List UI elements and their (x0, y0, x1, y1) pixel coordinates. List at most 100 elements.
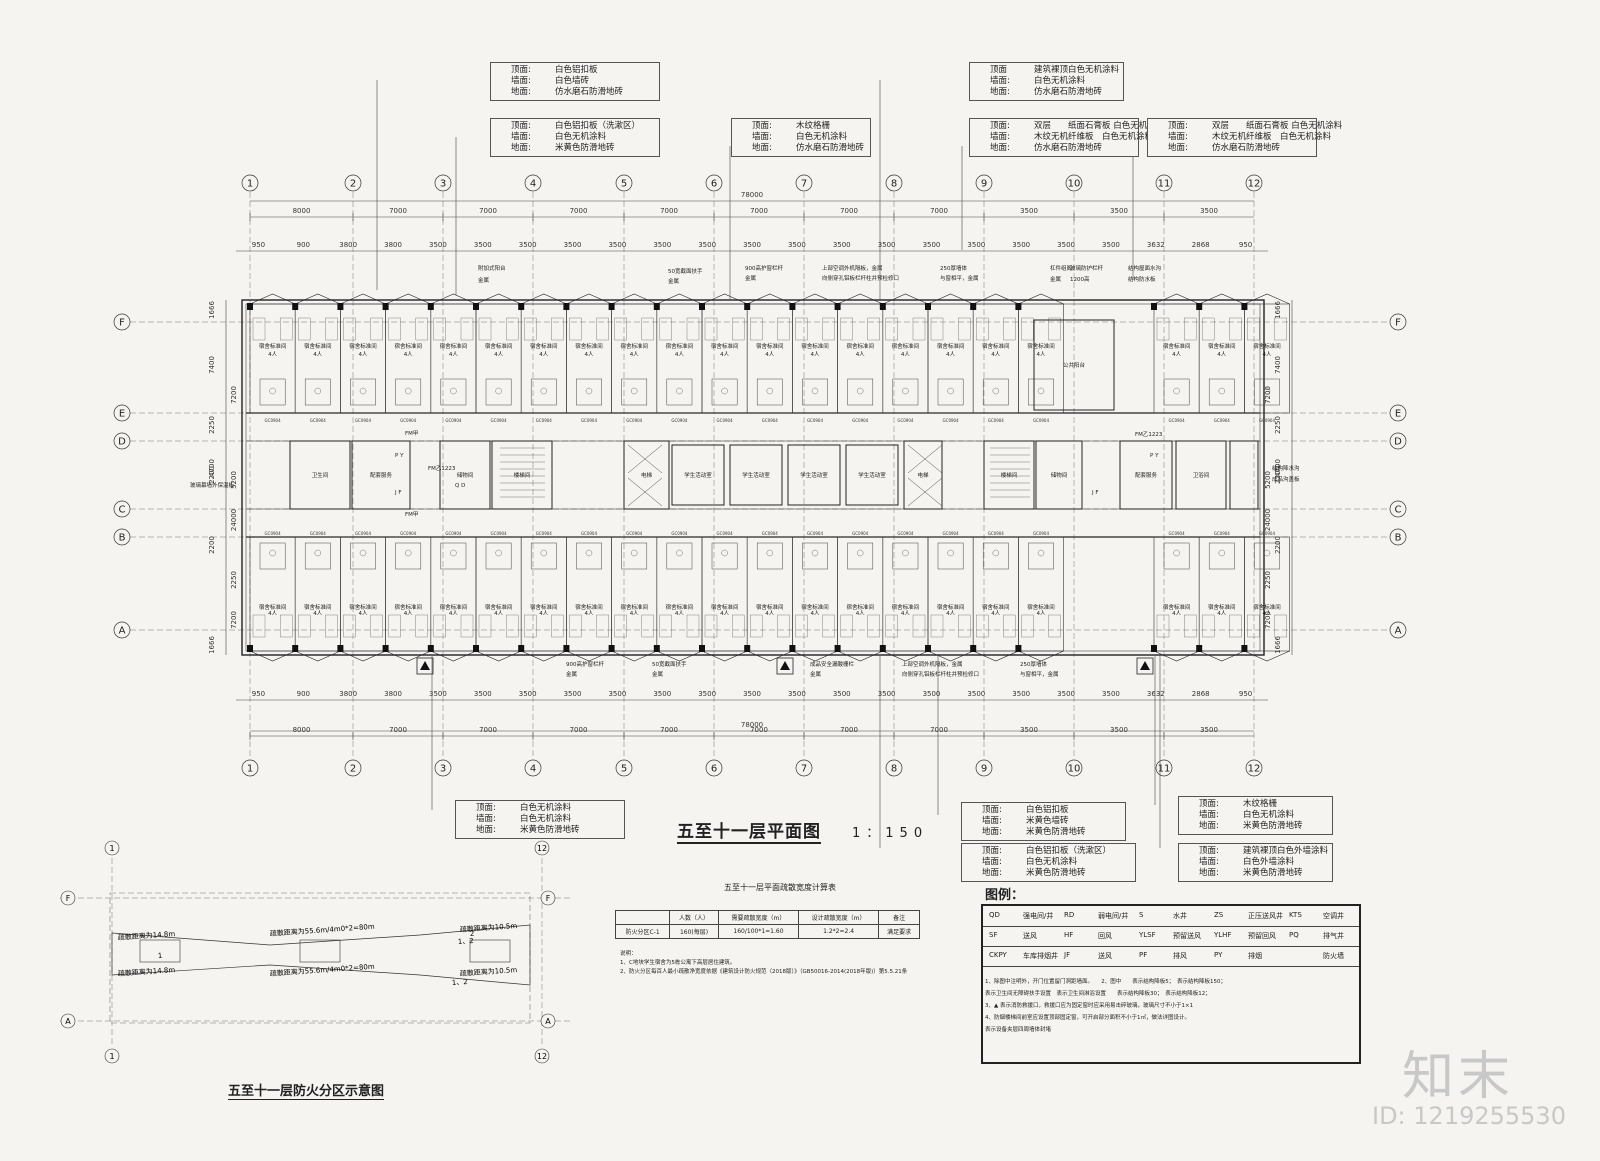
window-code: GC0904 (1169, 418, 1186, 423)
dimension-label: 2200 (1274, 466, 1282, 484)
finish-note-line: 地面:米黄色防滑地砖 (982, 827, 1119, 838)
room-label: 配套服务 (370, 471, 393, 479)
axis-bubble: 12 (1245, 759, 1263, 777)
dimension-label: 7000 (750, 207, 768, 215)
finish-value: 木纹无机纤维板 白色无机涂料 (1034, 132, 1154, 142)
axis-bubble: E (1389, 404, 1407, 422)
finish-note-line: 墙面:白色无机涂料 (511, 132, 653, 143)
dimension-label: 3500 (1020, 726, 1038, 734)
dimension-label: 3500 (474, 241, 492, 249)
washroom-room: 卫浴间 (1175, 440, 1227, 510)
window-code: GC0904 (852, 531, 869, 536)
room-label: 宿舍标准间 (982, 603, 1010, 611)
axis-label: 10 (1068, 764, 1081, 775)
axis-bubble: F (60, 890, 76, 906)
room-label: 宿舍标准间 (666, 342, 694, 350)
axis-label: 5 (621, 179, 627, 190)
axis-label: 4 (530, 764, 536, 775)
plan-annotation: 与窗相平，金属 (940, 274, 979, 282)
fire-diagram-label: 2 (470, 930, 475, 938)
axis-label: 5 (621, 764, 627, 775)
room-capacity: 4人 (404, 351, 413, 358)
elevator-mark (627, 444, 663, 474)
legend-notes: 1、除图中注明外，开门位置留门洞距墙面。 2、图中 表示结构降板5； 表示结构降… (985, 976, 1355, 1036)
legend-code: S (1139, 911, 1144, 919)
room-label: 宿舍标准间 (304, 342, 332, 350)
window-code: GC0904 (400, 418, 417, 423)
room-capacity: 4人 (1172, 610, 1181, 617)
room-label: 宿舍标准间 (1253, 342, 1281, 350)
finish-value: 白色墙砖 (555, 76, 590, 86)
window-code: GC0904 (717, 418, 734, 423)
room-capacity: 4人 (765, 351, 774, 358)
dimension-label: 3800 (339, 241, 357, 249)
plan-tag: J F (394, 490, 402, 496)
calc-table-title: 五至十一层平面疏散宽度计算表 (724, 883, 836, 892)
window-code: GC0904 (355, 531, 372, 536)
finish-key: 顶面: (982, 846, 1002, 856)
finish-value: 白色铝扣板（洗漱区） (555, 121, 641, 131)
finish-note-box: 顶面:白色无机涂料墙面:白色无机涂料地面:米黄色防滑地砖 (455, 800, 625, 839)
window-code: GC0904 (536, 418, 553, 423)
leader-lines (376, 80, 1161, 848)
calc-note: 说明： (620, 951, 637, 957)
room-capacity: 4人 (856, 610, 865, 617)
axis-bubble: 4 (524, 174, 542, 192)
finish-key: 顶面: (1168, 121, 1188, 131)
finish-note-box: 顶面:木纹格栅墙面:白色无机涂料地面:米黄色防滑地砖 (1178, 796, 1333, 835)
finish-value: 仿水磨石防滑地砖 (796, 143, 865, 153)
finish-note-line: 顶面:白色铝扣板（洗漱区） (511, 121, 653, 132)
room-capacity: 4人 (585, 610, 594, 617)
room-label: 宿舍标准间 (440, 603, 468, 611)
axis-label: D (1394, 437, 1402, 448)
finish-value: 仿水磨石防滑地砖 (1034, 143, 1103, 153)
axis-label: C (1395, 505, 1402, 516)
finish-note-line: 墙面:白色无机涂料 (990, 76, 1117, 87)
finish-note-line: 地面:仿水磨石防滑地砖 (990, 87, 1117, 98)
window-code: GC0904 (988, 531, 1005, 536)
axis-label: F (66, 894, 71, 903)
watermark-brand: 知末 (1402, 1047, 1515, 1107)
dimension-label: 3500 (923, 690, 941, 698)
finish-key: 地面: (982, 827, 1002, 837)
room-label: 卫生间 (312, 471, 329, 479)
finish-note-line: 顶面:建筑裸顶白色外墙涂料 (1199, 846, 1328, 857)
axis-bubble: 1 (241, 759, 259, 777)
finish-value: 白色无机涂料 (1026, 857, 1078, 867)
dimension-label: 2200 (1274, 536, 1282, 554)
dimension-label: 3800 (384, 690, 402, 698)
study-room: 学生活动室 (845, 444, 899, 506)
finish-note-box: 顶面:双层 纸面石膏板 白色无机涂料墙面:木纹无机纤维板 白色无机涂料地面:仿水… (969, 118, 1164, 157)
finish-note-box: 顶面:建筑裸顶白色外墙涂料墙面:白色外墙涂料地面:米黄色防滑地砖 (1178, 843, 1333, 882)
axis-label: D (118, 437, 126, 448)
table-cell (614, 910, 671, 925)
plan-annotation: 玻璃防护栏杆 (1070, 264, 1104, 272)
finish-key: 墙面: (511, 132, 531, 142)
room-capacity: 4人 (1263, 351, 1272, 358)
room-capacity: 4人 (359, 610, 368, 617)
finish-key: 墙面: (982, 857, 1002, 867)
legend-code: JF (1064, 951, 1071, 959)
room-label: 宿舍标准间 (801, 603, 829, 611)
window-code: GC0904 (943, 531, 960, 536)
dimension-label: 2250 (1274, 416, 1282, 434)
axis-label: F (546, 894, 551, 903)
legend-code: QD (989, 911, 1000, 919)
dimension-label: 3500 (1110, 207, 1128, 215)
legend-code: KTS (1289, 911, 1302, 919)
finish-note-line: 顶面:双层 纸面石膏板 白色无机涂料 (1168, 121, 1342, 132)
finish-note-box: 顶面建筑裸顶白色无机涂料墙面:白色无机涂料地面:仿水磨石防滑地砖 (969, 62, 1124, 101)
